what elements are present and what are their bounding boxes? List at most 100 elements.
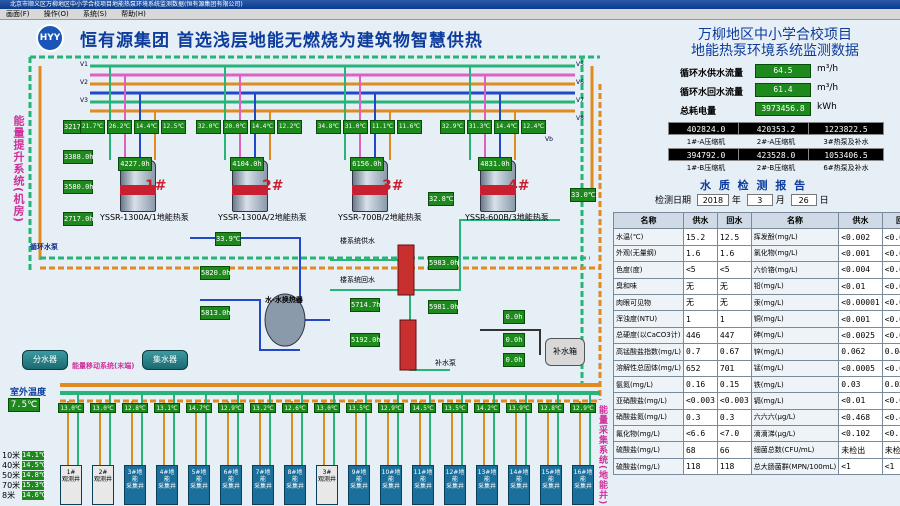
table-cell-value: <0.01 xyxy=(838,277,883,295)
well-temp: 13.0℃ xyxy=(314,403,340,413)
make-up-hours: 0.0h xyxy=(503,333,525,347)
month-field[interactable]: 3 xyxy=(746,194,773,206)
meter-3-value: 1223822.5 xyxy=(808,122,884,135)
depth-label: 8米 xyxy=(2,491,16,500)
valve-v8[interactable]: V8 xyxy=(576,115,584,122)
table-cell-value: 0.03 xyxy=(838,375,883,394)
col-header: 供水 xyxy=(838,211,883,230)
table-cell-value: 未检出 xyxy=(881,441,900,459)
meter-2b-label: 2#-B压缩机 xyxy=(756,164,796,172)
table-cell-value: 66 xyxy=(716,441,752,459)
heat-pump-temp: 12.5℃ xyxy=(161,120,186,134)
heat-pump-temp: 11.6℃ xyxy=(397,120,422,134)
heat-pump-4-hours: 4831.0h xyxy=(478,157,512,171)
valve-v1[interactable]: V1 xyxy=(80,61,88,68)
table-cell-name: 铁(mg/L) xyxy=(750,375,840,394)
well-1[interactable]: 1# 观测井 xyxy=(60,465,82,505)
well-12[interactable]: 11#地能 采集井 xyxy=(412,465,434,505)
menu-item-system[interactable]: 系统(S) xyxy=(82,10,107,18)
well-16[interactable]: 15#地能 采集井 xyxy=(540,465,562,505)
table-cell-value: 0.16 xyxy=(682,375,718,394)
well-7[interactable]: 7#地能 采集井 xyxy=(252,465,274,505)
well-temp: 12.8℃ xyxy=(538,403,564,413)
well-17[interactable]: 16#地能 采集井 xyxy=(572,465,594,505)
well-8[interactable]: 8#地能 采集井 xyxy=(284,465,306,505)
supply-flow-unit: m³/h xyxy=(817,64,839,74)
table-cell-value: <0.004 xyxy=(881,261,900,279)
well-9[interactable]: 3# 观测井 xyxy=(316,465,338,505)
well-temp: 13.9℃ xyxy=(506,403,532,413)
table-cell-value: <0.01 xyxy=(881,392,900,410)
well-temp: 12.6℃ xyxy=(282,403,308,413)
valve-v2[interactable]: V2 xyxy=(80,79,88,86)
menu-bar: 画面(F) 操作(O) 系统(S) 帮助(H) xyxy=(0,9,900,20)
loop-temp: 33.0℃ xyxy=(570,188,596,202)
table-cell-value: 1 xyxy=(716,310,752,328)
menu-item-help[interactable]: 帮助(H) xyxy=(121,10,146,18)
well-10[interactable]: 9#地能 采集井 xyxy=(348,465,370,505)
heat-pump-temp: 14.4℃ xyxy=(494,120,519,134)
table-cell-value: 无 xyxy=(682,293,718,312)
valve-v6[interactable]: V6 xyxy=(576,79,584,86)
table-cell-value: <0.01 xyxy=(838,392,883,410)
well-15[interactable]: 14#地能 采集井 xyxy=(508,465,530,505)
menu-item-screen[interactable]: 画面(F) xyxy=(6,10,30,18)
well-13[interactable]: 12#地能 采集井 xyxy=(444,465,466,505)
table-cell-value: 未检出 xyxy=(838,441,883,459)
table-cell-name: 硫酸盐(mg/L) xyxy=(613,457,684,476)
col-header: 回水 xyxy=(881,211,900,230)
valve-vb[interactable]: Vb xyxy=(545,136,553,143)
table-cell-value: 0.062 xyxy=(838,343,883,361)
distributor[interactable]: 分水器 xyxy=(22,350,68,370)
valve-v7[interactable]: V7 xyxy=(576,97,584,104)
make-up-hours: 0.0h xyxy=(503,310,525,324)
col-header: 名称 xyxy=(750,211,840,230)
soft-water-tank[interactable]: 补水箱 xyxy=(545,338,585,366)
table-row: 浑浊度(NTU)11铜(mg/L)<0.001<0.001 xyxy=(613,310,900,328)
company-logo: HYY xyxy=(36,24,64,52)
collector[interactable]: 集水器 xyxy=(142,350,188,370)
make-up-hours: 0.0h xyxy=(503,353,525,367)
table-cell-value: <0.001 xyxy=(881,310,900,328)
valve-v3[interactable]: V3 xyxy=(80,97,88,104)
meter-2a-label: 2#-A压缩机 xyxy=(756,138,796,146)
power-label: 总耗电量 xyxy=(680,107,717,117)
table-cell-value: <0.468 xyxy=(881,408,900,427)
center-hours: 5714.7h xyxy=(350,298,381,312)
col-header: 回水 xyxy=(716,211,752,230)
table-cell-value: <0.001 xyxy=(881,244,900,263)
day-field[interactable]: 26 xyxy=(790,194,817,206)
year-field[interactable]: 2018 xyxy=(696,194,729,206)
valve-v5[interactable]: V5 xyxy=(576,61,584,68)
heat-pump-temp: 14.4℃ xyxy=(250,120,275,134)
well-5[interactable]: 5#地能 采集井 xyxy=(188,465,210,505)
menu-item-operate[interactable]: 操作(O) xyxy=(43,10,69,18)
table-cell-value: 0.3 xyxy=(682,408,718,427)
heat-pump-temp: 20.0℃ xyxy=(223,120,248,134)
table-cell-name: 砷(mg/L) xyxy=(750,326,840,345)
table-cell-name: 氨氮(mg/L) xyxy=(613,375,684,394)
table-cell-value: <0.468 xyxy=(838,408,883,427)
well-6[interactable]: 6#地能 采集井 xyxy=(220,465,242,505)
well-2[interactable]: 2# 观测井 xyxy=(92,465,114,505)
well-14[interactable]: 13#地能 采集井 xyxy=(476,465,498,505)
outdoor-temp-value: 7.5℃ xyxy=(8,398,40,412)
well-11[interactable]: 10#地能 采集井 xyxy=(380,465,402,505)
well-3[interactable]: 3#地能 采集井 xyxy=(124,465,146,505)
col-header: 供水 xyxy=(682,211,718,230)
heat-pump-temp: 32.9℃ xyxy=(440,120,465,134)
heat-pump-4-name: YSSR-600B/3地能热泵 xyxy=(465,213,549,222)
table-cell-value: 无 xyxy=(682,277,718,295)
power-value: 3973456.8 xyxy=(755,102,811,116)
table-cell-value: 701 xyxy=(716,359,752,377)
table-cell-value: <1 xyxy=(838,457,883,476)
table-cell-value: 118 xyxy=(716,457,752,476)
table-cell-value: 0.3 xyxy=(716,408,752,427)
well-4[interactable]: 4#地能 采集井 xyxy=(156,465,178,505)
heat-pump-1-band xyxy=(120,185,156,195)
table-cell-name: 亚硝酸盐(mg/L) xyxy=(613,392,684,410)
meter-1a-label: 1#-A压缩机 xyxy=(686,138,726,146)
table-cell-value: 无 xyxy=(716,293,752,312)
